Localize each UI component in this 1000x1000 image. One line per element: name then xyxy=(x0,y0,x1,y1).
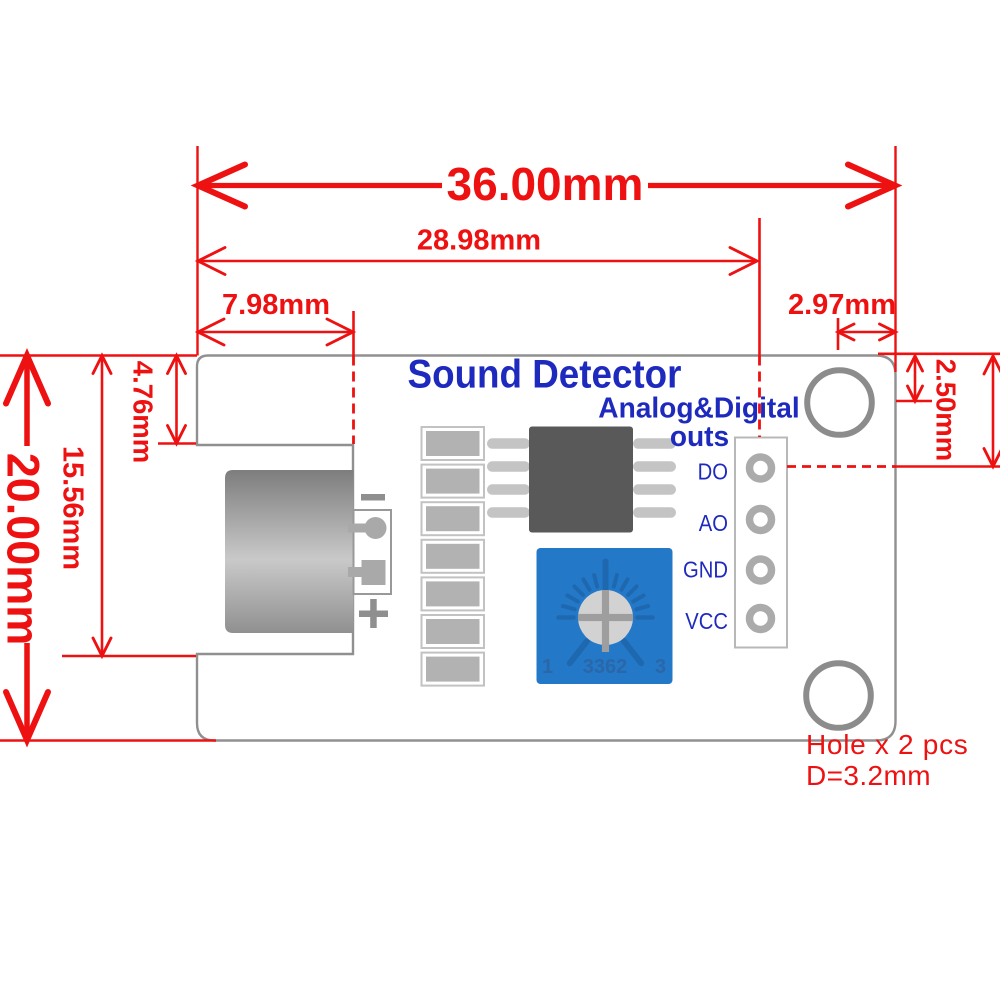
svg-text:1: 1 xyxy=(542,656,553,678)
svg-text:15.56mm: 15.56mm xyxy=(57,446,89,570)
svg-text:AO: AO xyxy=(699,510,728,537)
svg-text:D=3.2mm: D=3.2mm xyxy=(806,760,931,791)
svg-text:7.98mm: 7.98mm xyxy=(222,289,330,321)
svg-text:28.98mm: 28.98mm xyxy=(417,225,541,257)
svg-text:2.97mm: 2.97mm xyxy=(788,289,896,321)
svg-text:Sound Detector: Sound Detector xyxy=(408,352,682,397)
svg-text:3: 3 xyxy=(655,656,666,678)
svg-text:Hole x 2 pcs: Hole x 2 pcs xyxy=(806,729,968,760)
svg-text:36.00mm: 36.00mm xyxy=(447,158,644,210)
svg-text:VCC: VCC xyxy=(685,608,728,635)
svg-text:Analog&Digital: Analog&Digital xyxy=(598,392,799,424)
svg-text:DO: DO xyxy=(698,458,728,485)
svg-text:4.76mm: 4.76mm xyxy=(128,361,159,463)
svg-text:GND: GND xyxy=(683,556,728,583)
svg-text:2.50mm: 2.50mm xyxy=(931,359,962,461)
svg-text:3362: 3362 xyxy=(583,656,628,678)
svg-text:20.00mm: 20.00mm xyxy=(0,453,49,646)
svg-text:outs: outs xyxy=(670,421,729,453)
